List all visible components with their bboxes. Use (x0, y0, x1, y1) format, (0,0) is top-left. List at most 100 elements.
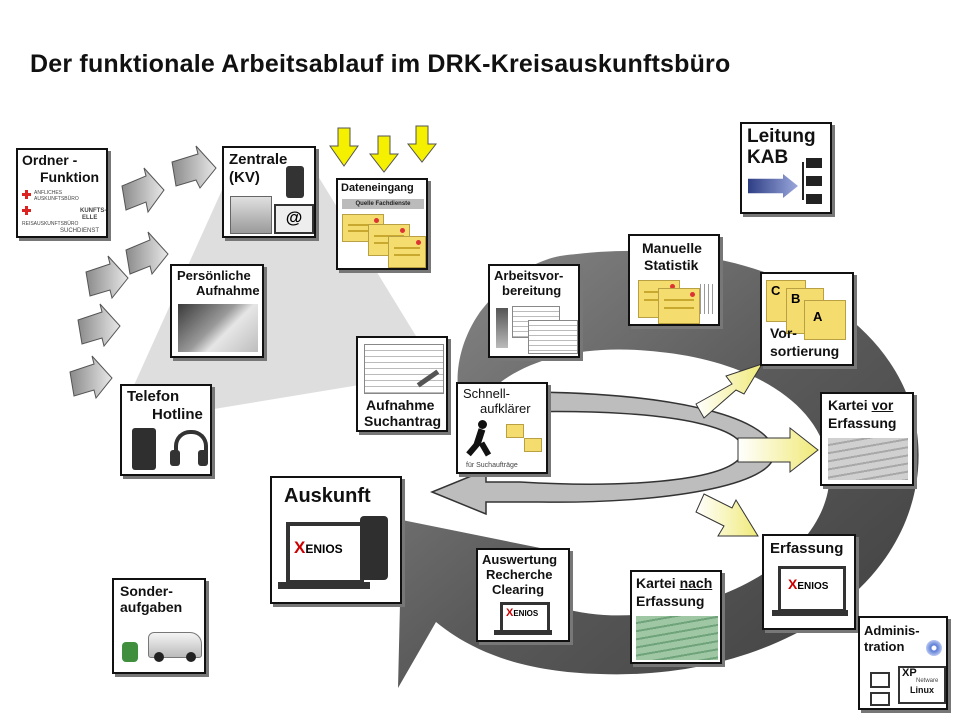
meeting-photo (178, 304, 258, 352)
sonder-label-2: aufgaben (120, 599, 183, 615)
box-erfassung[interactable]: Erfassung XENIOS (762, 534, 856, 630)
schnell-caption: für Suchaufträge (466, 462, 518, 469)
download-arrows (329, 125, 438, 173)
ordner-mini-5: REISAUSKUNFTSBÜRO (22, 221, 79, 227)
aufnahme-label-1: Aufnahme (366, 397, 435, 413)
phone-icon (360, 516, 388, 580)
loop-arrow (430, 391, 775, 516)
box-persoenliche-aufnahme[interactable]: Persönliche Aufnahme (170, 264, 264, 358)
stamp-icon (496, 308, 508, 348)
ordner-label-1: Ordner - (22, 152, 78, 168)
tally-marks (700, 284, 714, 314)
persoenlich-label-2: Aufnahme (196, 283, 260, 298)
admin-netware: Netware (916, 678, 939, 684)
org-line (802, 162, 804, 200)
wheel-icon (186, 652, 196, 662)
phone-icon (286, 166, 304, 198)
arrow-kartei (737, 426, 819, 474)
box-ordner-funktion[interactable]: Ordner - Funktion ANFLICHES AUSKUNFTSBÜR… (16, 148, 108, 238)
dateneingang-label: Dateneingang (341, 182, 414, 194)
telefon-label-1: Telefon (127, 388, 180, 405)
dateneingang-sublabel: Quelle Fachdienste (342, 199, 424, 209)
box-vorsortierung[interactable]: C B A Vor- sortierung (760, 272, 854, 366)
fax-icon (230, 196, 272, 234)
laptop-base (494, 630, 552, 635)
kartei-nach-label-1: Kartei nach (636, 575, 713, 591)
org-node (806, 176, 822, 186)
aufnahme-label-2: Suchantrag (364, 413, 442, 429)
card-index-photo (636, 616, 718, 660)
ordner-mini-3: KUNFTS- (80, 208, 107, 214)
ordner-label-2: Funktion (40, 169, 100, 185)
card-index-photo (828, 438, 908, 480)
arrow-erfassung (695, 493, 759, 537)
xenios-logo: XENIOS (788, 576, 829, 592)
red-cross-icon (22, 206, 31, 215)
vorsort-label-1: Vor- (770, 325, 797, 341)
arbeitsvor-label-1: Arbeitsvor- (494, 268, 564, 283)
auswertung-label-2: Recherche (486, 567, 553, 582)
kartei-nach-label-2: Erfassung (636, 593, 705, 609)
box-zentrale[interactable]: Zentrale (KV) @ (222, 146, 316, 238)
arbeitsvor-label-2: bereitung (502, 283, 562, 298)
admin-label-2: tration (864, 639, 905, 654)
box-manuelle-statistik[interactable]: Manuelle Statistik (628, 234, 720, 326)
box-arbeitsvorbereitung[interactable]: Arbeitsvor- bereitung (488, 264, 580, 358)
headset-earpiece (170, 450, 180, 466)
phone-icon (132, 428, 156, 470)
ordner-mini-6: SUCHDIENST (60, 228, 100, 234)
wheel-icon (154, 652, 164, 662)
box-kartei-nach-erfassung[interactable]: Kartei nach Erfassung (630, 570, 722, 664)
data-sheet (388, 236, 426, 268)
red-cross-icon (22, 190, 31, 199)
org-node (806, 158, 822, 168)
box-aufnahme-suchantrag[interactable]: Aufnahme Suchantrag (356, 336, 448, 432)
box-sonderaufgaben[interactable]: Sonder- aufgaben (112, 578, 206, 674)
auskunft-label: Auskunft (284, 485, 371, 507)
admin-linux: Linux (910, 685, 934, 695)
box-kartei-vor-erfassung[interactable]: Kartei vor Erfassung (820, 392, 914, 486)
input-arrows (69, 145, 217, 400)
manuelle-label-1: Manuelle (642, 240, 702, 256)
computer-icon (870, 692, 890, 706)
runner-icon (466, 420, 492, 457)
ordner-mini-1: ANFLICHES (34, 190, 63, 196)
org-chart-icon (748, 174, 798, 198)
arrow-vorsortierung (695, 363, 764, 419)
form-sheet (528, 320, 578, 354)
persoenlich-label-1: Persönliche (177, 268, 251, 283)
erfassung-label: Erfassung (770, 540, 844, 557)
telefon-label-2: Hotline (152, 406, 203, 423)
org-node (806, 194, 822, 204)
data-sheet (524, 438, 542, 452)
headset-icon (174, 430, 208, 460)
kartei-vor-label-1: Kartei vor (828, 397, 894, 413)
auswertung-label-1: Auswertung (482, 552, 558, 567)
kartei-vor-label-2: Erfassung (828, 415, 897, 431)
vorsort-label-2: sortierung (770, 343, 840, 359)
data-sheet (506, 424, 524, 438)
box-auskunft[interactable]: Auskunft XENIOS (270, 476, 402, 604)
box-leitung-kab[interactable]: Leitung KAB (740, 122, 832, 214)
auswertung-label-3: Clearing (492, 582, 545, 597)
box-telefon-hotline[interactable]: Telefon Hotline (120, 384, 212, 476)
box-dateneingang[interactable]: Dateneingang Quelle Fachdienste (336, 178, 428, 270)
computer-icon (870, 672, 890, 688)
email-icon: @ (274, 204, 314, 234)
xenios-logo: XENIOS (294, 538, 343, 557)
xenios-logo: XENIOS (506, 607, 539, 619)
schnell-label-2: aufklärer (480, 401, 531, 416)
manuelle-label-2: Statistik (644, 257, 699, 273)
admin-xp: XP (902, 667, 917, 679)
box-auswertung[interactable]: Auswertung Recherche Clearing XENIOS (476, 548, 570, 642)
laptop-base (278, 582, 370, 589)
zentrale-label-1: Zentrale (229, 151, 288, 168)
schnell-label-1: Schnell- (463, 386, 510, 401)
disc-icon (926, 640, 942, 656)
server-screen (898, 666, 946, 704)
data-sheet (658, 288, 700, 324)
box-schnellaufklaerer[interactable]: Schnell- aufklärer für Suchaufträge (456, 382, 548, 474)
leitung-label-1: Leitung (747, 126, 816, 147)
headset-earpiece (198, 450, 208, 466)
box-administration[interactable]: Adminis- tration XP Netware Linux (858, 616, 948, 710)
